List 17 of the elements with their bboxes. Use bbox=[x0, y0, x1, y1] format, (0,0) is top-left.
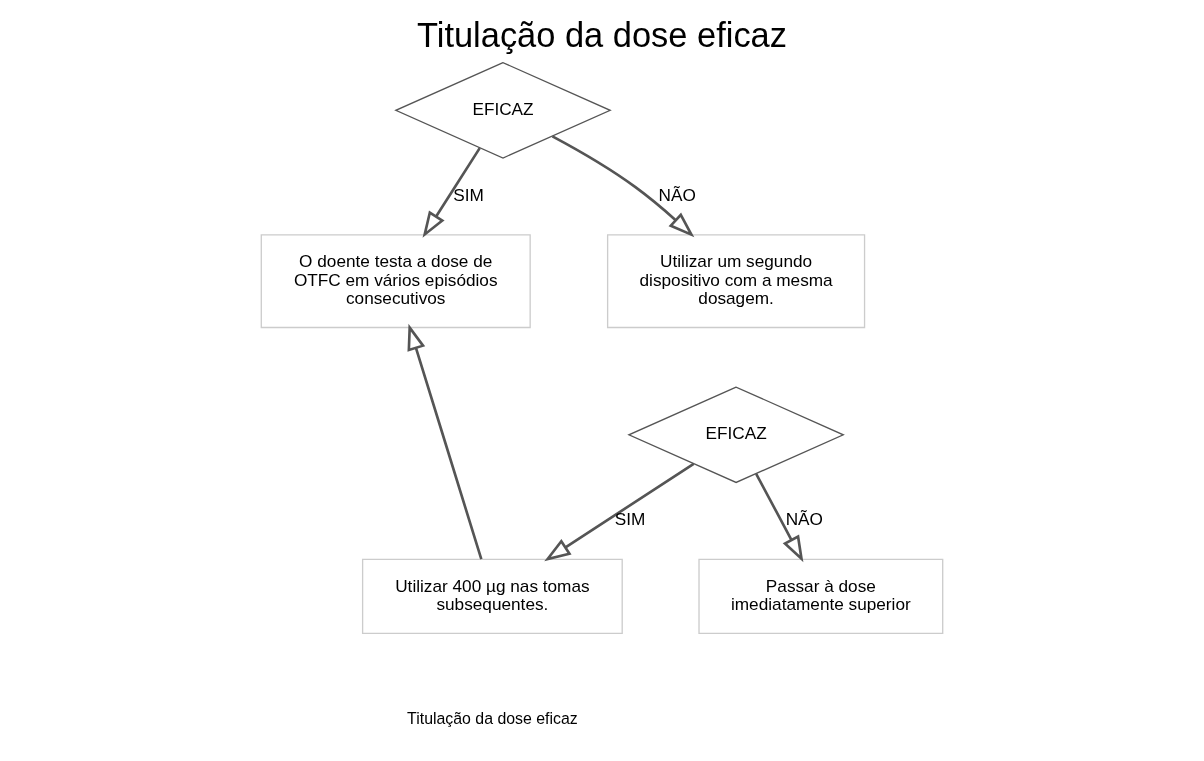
node-box: Passar à dose imediatamente superior bbox=[698, 558, 944, 635]
caption: Titulação da dose eficaz bbox=[407, 710, 578, 728]
node-box: Utilizar um segundo dispositivo com a mesma dosagem. bbox=[606, 234, 866, 329]
node-diamond: EFICAZ bbox=[627, 386, 845, 484]
arrow bbox=[544, 462, 695, 562]
diagram-title: Titulação da dose eficaz bbox=[417, 15, 787, 54]
edge-label: NÃO bbox=[658, 184, 696, 205]
edge-label: NÃO bbox=[785, 509, 823, 530]
arrow bbox=[755, 473, 804, 563]
arrow bbox=[422, 147, 481, 238]
arrow bbox=[551, 135, 695, 238]
node-box: O doente testa a dose de OTFC em vários episódios consecutivos bbox=[260, 234, 531, 329]
node-diamond: EFICAZ bbox=[394, 61, 612, 159]
arrow bbox=[407, 323, 483, 560]
node-box: Utilizar 400 µg nas tomas subsequentes. bbox=[361, 558, 623, 635]
edge-label: SIM bbox=[453, 184, 484, 205]
edge-label: SIM bbox=[614, 509, 646, 530]
